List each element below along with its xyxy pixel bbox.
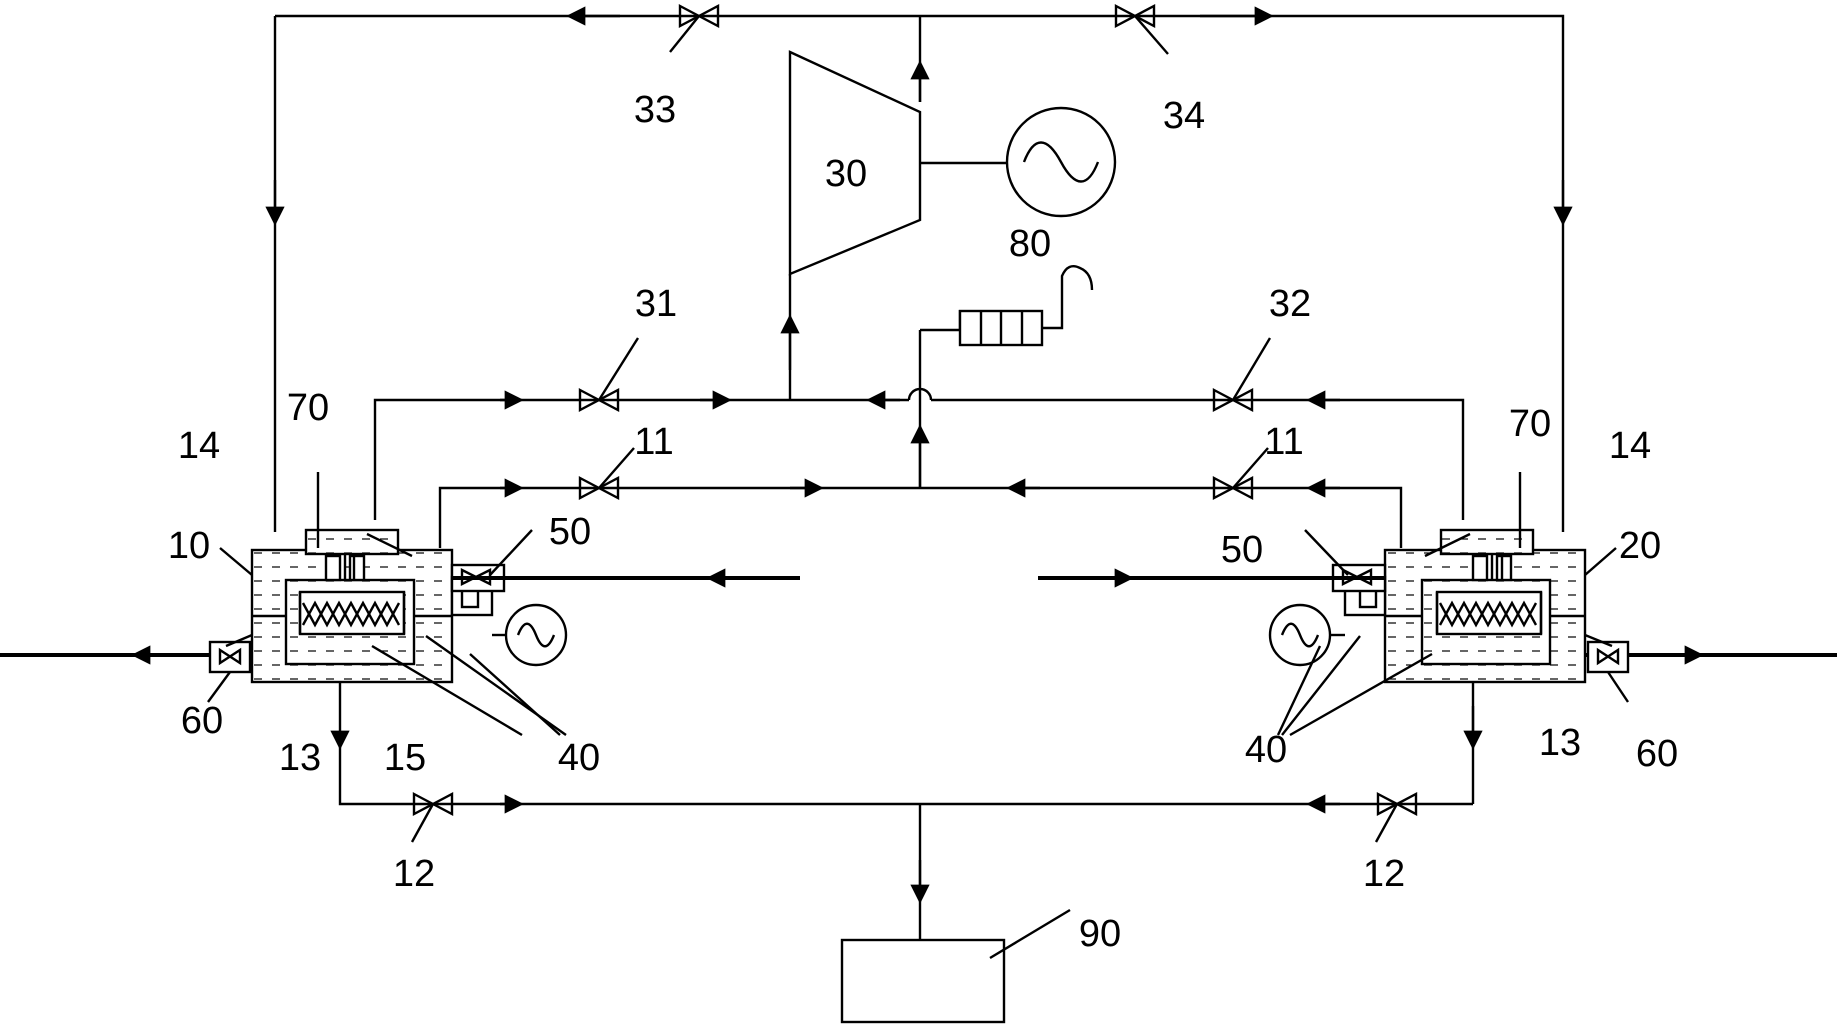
label-10: 10 bbox=[168, 525, 210, 567]
label-12-left: 12 bbox=[393, 853, 435, 895]
main-flow-lines bbox=[373, 274, 1465, 548]
label-13-left: 13 bbox=[279, 737, 321, 779]
label-60-left: 60 bbox=[181, 700, 223, 742]
label-50-right: 50 bbox=[1221, 529, 1263, 571]
label-31: 31 bbox=[635, 283, 677, 325]
label-14-left: 14 bbox=[178, 425, 220, 467]
label-30: 30 bbox=[825, 153, 867, 195]
label-12-right: 12 bbox=[1363, 853, 1405, 895]
label-60-right: 60 bbox=[1636, 733, 1678, 775]
label-13-right: 13 bbox=[1539, 722, 1581, 764]
label-80: 80 bbox=[1009, 223, 1051, 265]
label-32: 32 bbox=[1269, 283, 1311, 325]
label-20: 20 bbox=[1619, 525, 1661, 567]
label-90: 90 bbox=[1079, 913, 1121, 955]
label-50-left: 50 bbox=[549, 511, 591, 553]
valve-34[interactable] bbox=[1114, 4, 1169, 55]
label-70-right: 70 bbox=[1509, 403, 1551, 445]
turbine-30 bbox=[788, 50, 1008, 276]
right-details bbox=[1038, 472, 1837, 737]
valve-33[interactable] bbox=[669, 4, 720, 53]
left-tank-10 bbox=[250, 528, 1483, 806]
label-11-right: 11 bbox=[1264, 421, 1303, 463]
valve-11-left[interactable] bbox=[578, 447, 635, 500]
item-80 bbox=[958, 265, 1094, 347]
bottom-manifold bbox=[410, 792, 1418, 1024]
label-40-right: 40 bbox=[1245, 729, 1287, 771]
valve-31[interactable] bbox=[578, 337, 640, 412]
label-70-left: 70 bbox=[287, 387, 329, 429]
top-manifold bbox=[265, 6, 1573, 532]
label-40-left: 40 bbox=[558, 737, 600, 779]
valve-32[interactable] bbox=[1212, 337, 1272, 412]
label-15-left: 15 bbox=[384, 737, 426, 779]
label-33: 33 bbox=[634, 89, 676, 131]
label-34: 34 bbox=[1163, 95, 1205, 137]
valve-11-right[interactable] bbox=[1212, 447, 1269, 500]
labels: 33 34 30 80 31 32 11 11 70 70 14 14 10 2… bbox=[168, 89, 1678, 955]
generator-top bbox=[1005, 106, 1117, 218]
left-details bbox=[0, 472, 800, 737]
label-14-right: 14 bbox=[1609, 425, 1651, 467]
right-tank-20 bbox=[1383, 528, 1587, 684]
label-11-left: 11 bbox=[634, 421, 673, 463]
